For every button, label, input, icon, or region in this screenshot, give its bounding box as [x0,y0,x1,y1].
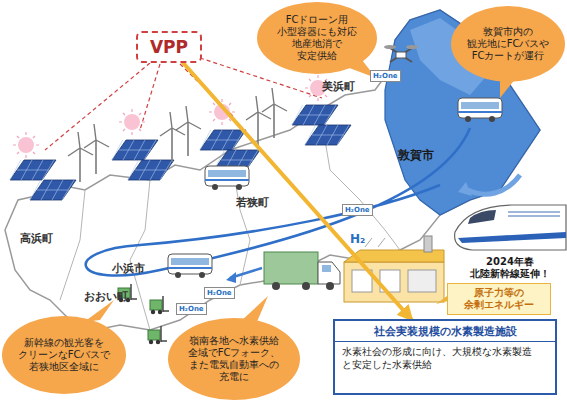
hydrogen-plant [365,238,385,247]
energy-box: 原子力等の 余剰エネルギー [447,283,551,315]
h2-mark: H₂ [350,232,365,246]
drone [384,45,418,62]
callout-bubble: 新幹線の観光客を クリーンなFCバスで 若狭地区全域に [2,316,126,394]
hydrogen-truck [226,272,236,283]
vehicles [148,326,167,344]
shinkansen-train [455,205,566,250]
energy-flow-arrow [183,63,411,319]
node-text: 原子力等の 余剰エネルギー [454,287,544,311]
node-text: 敦賀市内の 観光地にFCバスや FCカートが運行 [465,26,551,63]
drone [390,48,412,62]
hydrogen-truck [302,282,310,290]
vehicles [205,166,249,190]
h2one-tag: H₂One [370,70,401,82]
renewable-sites [13,132,39,158]
place-name: 敦賀市 [398,148,458,162]
renewable-sites [112,140,158,160]
renewable-sites [176,106,201,156]
renewable-sites [160,112,185,162]
node-text: FCドローン用 小型容器にも対応 地産地消で 安定供給 [271,14,363,63]
shinkansen-train [468,210,496,224]
callout-bubble: 嶺南各地へ水素供給 全域でFCフォーク、 また電気自動車への 充電に [168,318,300,400]
drone [406,45,418,49]
node-body-text: 水素社会の形成に向け、大規模な水素製造 と安定した水素供給 [335,341,555,376]
renewable-sites [128,160,174,180]
renewable-sites [10,75,351,200]
shinkansen-train [508,212,560,216]
vpp-link [45,58,322,150]
hydrogen-truck [318,262,340,284]
renewable-sites [200,130,246,150]
hydrogen-truck [272,282,280,290]
hydrogen-truck [264,252,318,284]
renewable-sites [292,105,338,125]
renewable-sites [84,124,109,174]
renewable-sites [305,125,351,145]
node-text: 社会実装規模の水素製造施設 [335,321,555,341]
h2one-tag: H₂One [204,287,235,299]
place-name: 高浜町 [20,232,80,245]
renewable-sites [209,99,235,125]
drone [384,45,396,49]
renewable-sites [30,180,76,200]
hydrogen-plant [344,262,444,302]
vpp-box: VPP [136,31,202,63]
renewable-sites [10,160,56,180]
place-name: 小浜市 [112,262,172,275]
vehicles [168,254,212,278]
vehicles [118,98,502,344]
shinkansen-train [455,205,566,250]
vehicles [150,296,169,314]
drone [396,52,406,58]
hydrogen-truck [322,265,331,272]
callout-bubble: 敦賀市内の 観光地にFCバスや FCカートが運行 [451,6,565,82]
callout-bubble: FCドローン用 小型容器にも対応 地産地消で 安定供給 [257,2,377,74]
renewable-sites [262,88,287,138]
hydrogen-plant [424,236,432,252]
vehicles [458,98,502,122]
hydrogen-truck [326,282,334,290]
hydrogen-plant [408,270,436,292]
h2one-tag: H₂One [176,303,207,315]
hydrogen-truck [226,252,340,290]
node-text: 嶺南各地へ水素供給 全域でFCフォーク、 また電気自動車への 充電に [182,335,286,384]
vpp-link [45,63,150,150]
h2one-tag: H₂One [342,204,373,216]
vpp-link [140,64,160,130]
shinkansen-train [458,232,566,243]
place-name: おおい町 [84,290,144,303]
facility-box: 社会実装規模の水素製造施設水素社会の形成に向け、大規模な水素製造 と安定した水素… [333,319,557,395]
bus-route [468,175,520,194]
train-note: 2024年春 北陸新幹線延伸！ [462,256,558,280]
place-name: 若狭町 [236,196,296,209]
renewable-sites [119,109,145,135]
node-text: 新幹線の観光客を クリーンなFCバスで 若狭地区全域に [16,337,112,374]
renewable-sites [68,132,93,182]
node-text: VPP [150,37,188,58]
bus-route [458,182,472,196]
